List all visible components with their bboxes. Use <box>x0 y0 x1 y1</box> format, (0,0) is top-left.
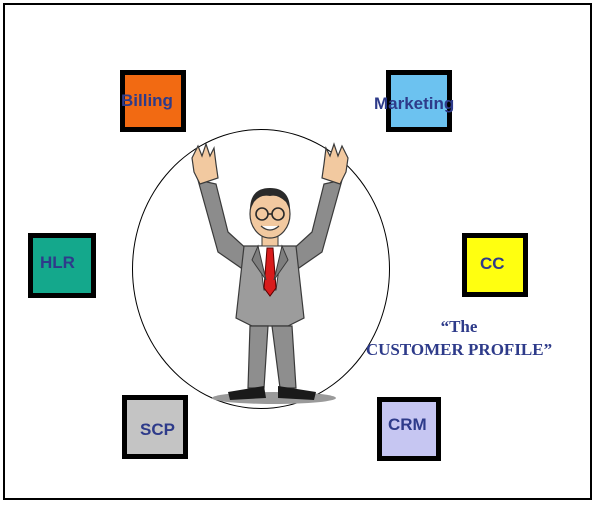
marketing-label: Marketing <box>374 94 455 113</box>
customer-circle <box>132 129 390 409</box>
caption-line-1: “The <box>440 317 478 336</box>
customer-profile-caption: “The CUSTOMER PROFILE” <box>328 315 590 361</box>
marketing-box <box>386 70 452 132</box>
scp-label: SCP <box>140 420 175 439</box>
cc-label: CC <box>480 254 505 273</box>
hlr-label: HLR <box>40 253 75 272</box>
crm-box <box>377 397 441 461</box>
customer-figure <box>191 142 349 404</box>
diagram-frame <box>3 3 592 500</box>
billing-box <box>120 70 186 132</box>
crm-label: CRM <box>388 415 427 434</box>
caption-line-2: CUSTOMER PROFILE” <box>365 340 553 359</box>
billing-label: Billing <box>121 91 173 110</box>
hlr-box <box>28 233 96 298</box>
cc-box <box>462 233 528 297</box>
scp-box <box>122 395 188 459</box>
